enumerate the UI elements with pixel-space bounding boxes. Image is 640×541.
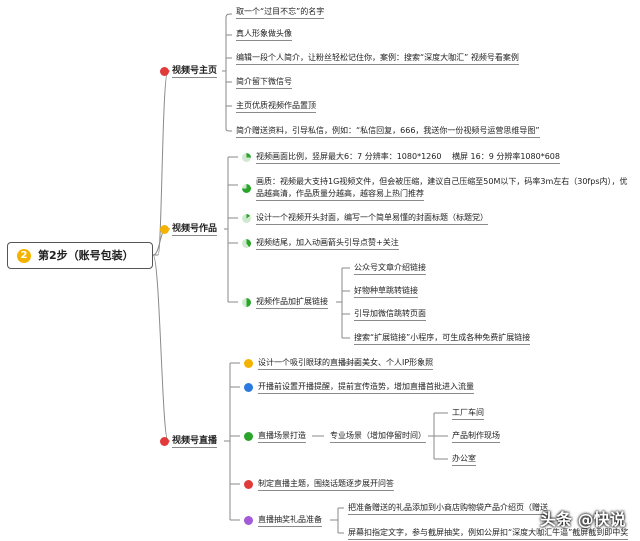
scene-item-1: 工厂车间: [452, 408, 484, 420]
orange-flag-icon: [244, 359, 253, 368]
pie-progress-icon: [242, 184, 251, 193]
live-item-3-sub: 专业场景（增加停留时间）: [330, 431, 426, 443]
homepage-item-1: 取一个“过目不忘”的名字: [236, 7, 325, 19]
star-badge-icon: [160, 437, 169, 446]
branch-title-live: 视频号直播: [172, 436, 218, 448]
branch-title-homepage: 视频号主页: [172, 66, 218, 78]
live-item-2: 开播前设置开播提醒，提前宣传造势，增加直播首批进入流量: [258, 382, 474, 394]
pie-progress-icon: [242, 214, 251, 223]
homepage-item-5: 主页优质视频作品置顶: [236, 101, 316, 113]
live-item-3: 直播场景打造: [258, 431, 306, 443]
homepage-item-3: 编辑一段个人简介，让粉丝轻松记住你，案例：搜索“深度大咖汇” 视频号看案例: [236, 53, 519, 65]
live-item-4: 制定直播主题，围绕话题逐步展开问答: [258, 479, 394, 491]
green-flag-icon: [244, 432, 253, 441]
root-node: 2 第2步（账号包装）: [7, 242, 153, 269]
gift-item-1: 把准备赠送的礼品添加到小商店购物袋产品介绍页（赠送: [348, 503, 548, 515]
link-item-2: 好物种草跳转链接: [354, 286, 418, 298]
gift-item-2: 屏幕扣指定文字，参与截屏抽奖，例如公屏扣“深度大咖汇牛逼”截屏截到即中奖: [348, 528, 629, 540]
branch-title-works: 视频号作品: [172, 224, 218, 236]
purple-flag-icon: [244, 516, 253, 525]
pie-progress-icon: [242, 239, 251, 248]
root-label: 第2步（账号包装）: [38, 249, 134, 262]
link-item-3: 引导加微信跳转页面: [354, 309, 426, 321]
works-item-5: 视频作品加扩展链接: [256, 297, 328, 309]
watermark: 头条 @快说: [540, 510, 626, 529]
live-item-5: 直播抽奖礼品准备: [258, 515, 322, 527]
link-item-4: 搜索“扩展链接”小程序，可生成各种免费扩展链接: [354, 333, 531, 345]
blue-flag-icon: [244, 383, 253, 392]
homepage-item-4: 简介留下微信号: [236, 77, 292, 89]
pie-progress-icon: [242, 153, 251, 162]
red-flag-icon: [244, 480, 253, 489]
works-item-1: 视频画面比例，竖屏最大6：7 分辨率：1080*1260 横屏 16：9 分辨率…: [256, 152, 560, 164]
live-item-1: 设计一个吸引眼球的直播封面: [258, 358, 362, 370]
works-item-4: 视频结尾，加入动画箭头引导点赞+关注: [256, 238, 399, 250]
pie-progress-icon: [242, 298, 251, 307]
link-item-1: 公众号文章介绍链接: [354, 263, 426, 275]
scene-item-2: 产品制作现场: [452, 431, 500, 443]
homepage-item-2: 真人形象做头像: [236, 29, 292, 41]
scene-item-3: 办公室: [452, 454, 476, 466]
step-number-badge: 2: [17, 249, 31, 263]
works-item-3: 设计一个视频开头封面，编写一个简单易懂的封面标题（标题党）: [256, 213, 488, 225]
homepage-item-6: 简介赠送资料，引导私信，例如：“私信回复，666，我送你一份视频号运营思维导图”: [236, 126, 540, 138]
priority-flag-icon: [160, 67, 169, 76]
works-item-2-cont: 品越高清，作品质量分越高，越容易上热门推荐: [256, 189, 424, 201]
works-item-2: 画质：视频最大支持1G视频文件，但会被压缩，建议自己压缩至50M以下，码率3m左…: [256, 177, 628, 186]
star-icon: [160, 225, 169, 234]
live-item-1-sub: 美女、个人IP形象照: [362, 358, 434, 370]
